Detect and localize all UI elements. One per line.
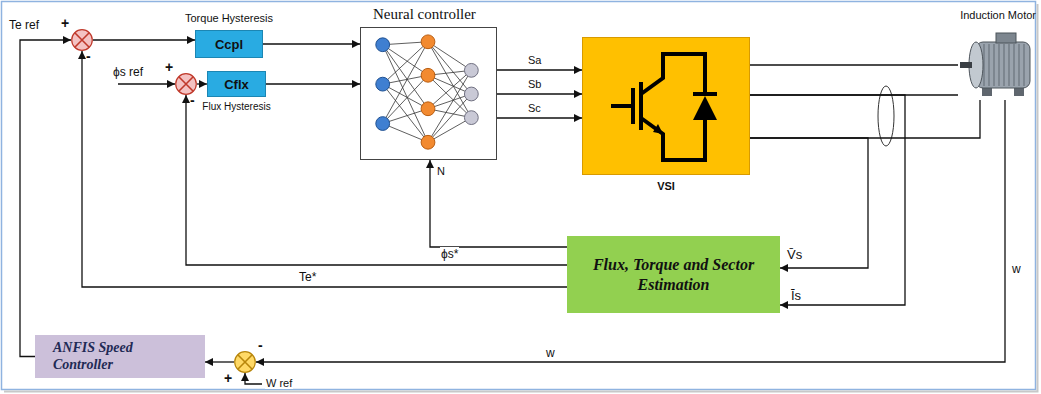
reference-input-wire	[245, 373, 262, 384]
block-heading: Neural controller	[373, 6, 476, 23]
summing-junction: -+	[234, 351, 256, 373]
sign-label: -	[86, 48, 91, 64]
summing-junction: +-	[71, 29, 93, 51]
summing-junction: +-	[175, 73, 197, 95]
signal-connector	[497, 69, 582, 70]
signal-connector	[263, 43, 360, 44]
signal-connector	[430, 160, 567, 247]
block-heading: VSI	[657, 180, 675, 192]
block-heading: Induction Motor	[960, 9, 1036, 21]
signal-label: V̄s	[786, 247, 803, 262]
block-label: Flux, Torque and Sector Estimation	[581, 255, 766, 293]
estimator-box: Flux, Torque and Sector Estimation	[567, 236, 780, 313]
summing-junction-symbol	[234, 351, 256, 373]
inverter-box: VSI	[582, 37, 750, 175]
block-heading: Flux Hysteresis	[202, 101, 270, 112]
block-label: Ccpl	[215, 37, 243, 52]
signal-connector	[266, 83, 360, 84]
frame-shadow	[4, 4, 1038, 392]
signal-label: w	[1011, 262, 1022, 276]
neural-controller-box: Neural controller	[360, 27, 497, 160]
induction-motor-illustration	[958, 28, 1036, 100]
neural-network-symbol	[361, 28, 496, 159]
sign-label: -	[258, 337, 263, 353]
signal-connector	[750, 64, 958, 65]
signal-label: Sb	[527, 78, 542, 90]
signal-label: Sc	[527, 102, 542, 114]
frame-border	[2, 2, 1036, 390]
signal-label: ϕs ref	[112, 65, 144, 79]
block-label: Cflx	[224, 77, 249, 92]
sign-label: +	[224, 370, 232, 386]
hysteresis-box: CflxFlux Hysteresis	[207, 71, 266, 97]
block-heading: Torque Hysteresis	[185, 12, 273, 24]
signal-label: Sa	[527, 54, 542, 66]
signal-connector	[186, 95, 567, 265]
reference-input-wire	[118, 83, 175, 84]
signal-label: Īs	[790, 288, 802, 303]
sign-label: +	[61, 15, 69, 31]
signal-connector	[197, 83, 207, 84]
sign-label: -	[190, 92, 195, 108]
summing-junction-symbol	[175, 73, 197, 95]
signal-label: ϕs*	[440, 247, 459, 261]
signal-connector	[93, 39, 195, 40]
signal-label: Te ref	[8, 18, 40, 32]
signal-connector	[497, 93, 582, 94]
signal-connector	[497, 117, 582, 118]
summing-junction-symbol	[71, 29, 93, 51]
signal-label: Te*	[298, 270, 317, 284]
signal-label: N	[436, 165, 446, 177]
block-label: ANFIS Speed Controller	[53, 340, 163, 372]
signal-connector	[20, 40, 71, 357]
speed-controller-box: ANFIS Speed Controller	[35, 335, 205, 378]
motor-block: Induction Motor	[958, 28, 1036, 100]
sign-label: +	[165, 59, 173, 75]
hysteresis-box: Torque HysteresisCcpl	[195, 30, 263, 58]
signal-connector	[205, 361, 234, 362]
signal-connector	[750, 100, 980, 138]
signal-label: w	[545, 346, 556, 360]
signal-label: W ref	[265, 377, 293, 389]
igbt-symbol	[583, 38, 749, 174]
